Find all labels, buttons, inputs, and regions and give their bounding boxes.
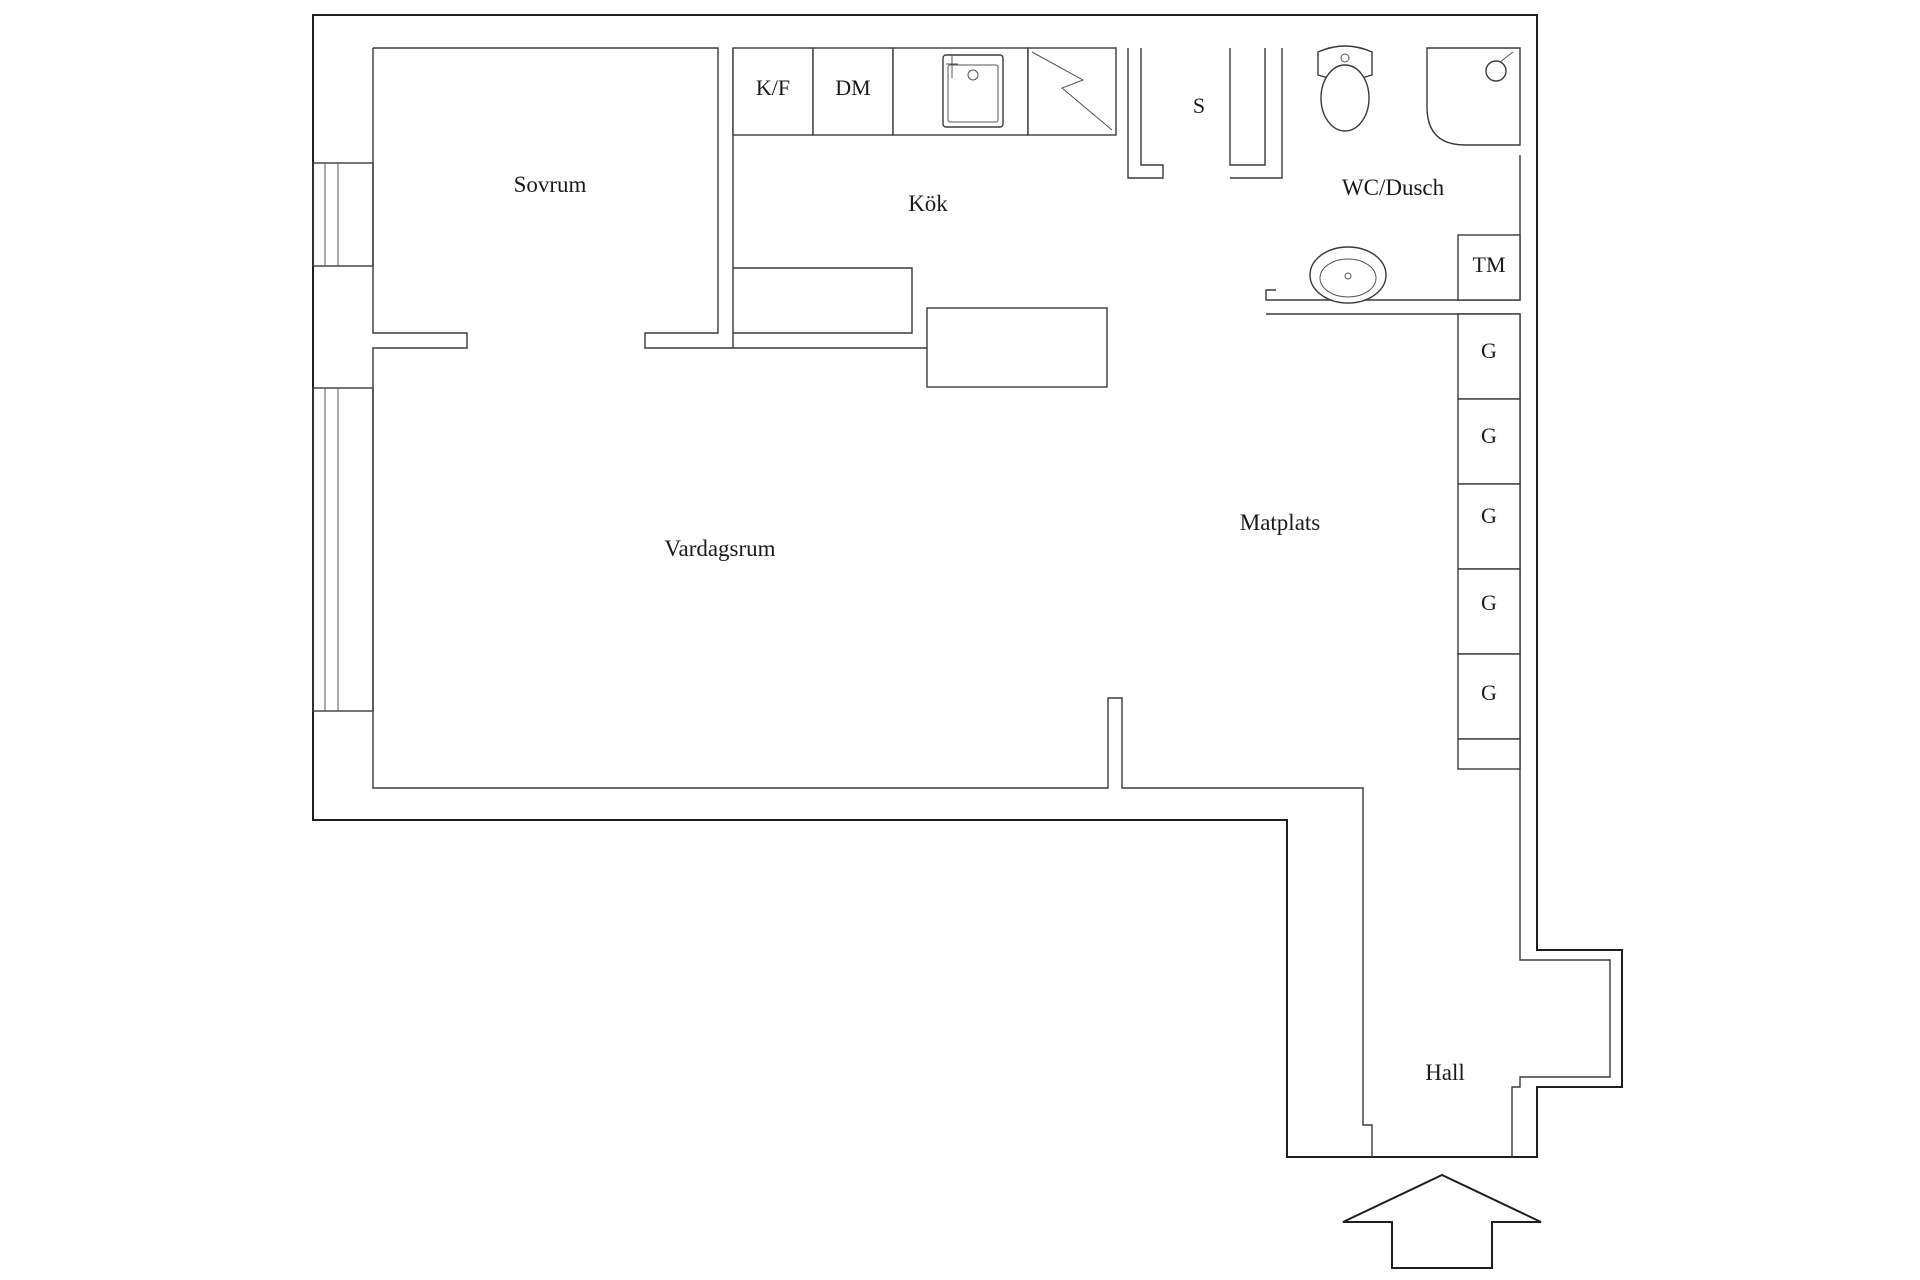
kitchen-counter [732, 47, 1117, 136]
fridge-freezer-label: K/F [756, 75, 790, 100]
wardrobe-label: G [1481, 338, 1497, 363]
entrance-arrow-icon [1342, 1173, 1542, 1269]
room-label-kok: Kök [908, 191, 948, 216]
tm-label: TM [1473, 252, 1506, 277]
wardrobe-label: G [1481, 503, 1497, 528]
room-label-vardagsrum: Vardagsrum [664, 536, 775, 561]
outer-walls [312, 14, 1623, 1158]
wardrobe-label: G [1481, 680, 1497, 705]
kitchen-island [926, 307, 1108, 388]
dishwasher-label: DM [835, 75, 870, 100]
window-lower [312, 387, 374, 712]
fridge-freezer [732, 47, 814, 136]
storage-label: S [1193, 93, 1205, 118]
wardrobe-label: G [1481, 423, 1497, 448]
shower-icon [1426, 47, 1521, 146]
room-label-hall: Hall [1425, 1060, 1465, 1085]
stove-icon [1031, 51, 1113, 131]
room-label-wc: WC/Dusch [1342, 175, 1445, 200]
wardrobe-column [1457, 313, 1521, 770]
window-upper [312, 162, 374, 267]
washbasin-icon [1309, 246, 1387, 304]
room-label-sovrum: Sovrum [514, 172, 587, 197]
kitchen-sink-icon [942, 54, 1004, 128]
toilet-icon [1317, 45, 1373, 132]
dishwasher [812, 47, 894, 136]
tm-closet [1457, 234, 1521, 301]
room-label-matplats: Matplats [1240, 510, 1321, 535]
inner-walls [372, 47, 1611, 1157]
wardrobe-label: G [1481, 590, 1497, 615]
